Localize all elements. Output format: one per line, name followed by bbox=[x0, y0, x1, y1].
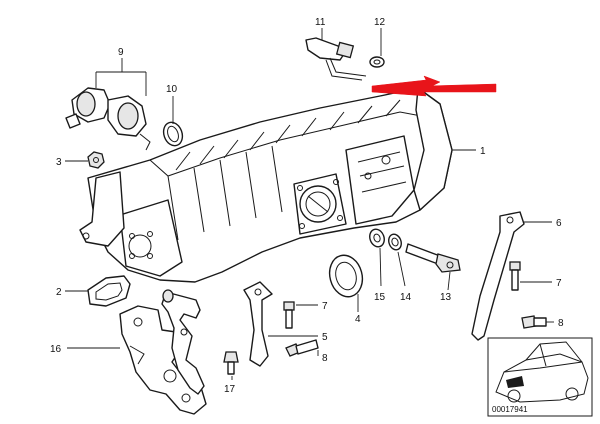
sensor-11 bbox=[305, 37, 367, 81]
bracket-16 bbox=[119, 305, 207, 415]
car-location-inset: 00017941 bbox=[487, 337, 593, 417]
bolt-8-right bbox=[521, 315, 547, 329]
callout-5: 5 bbox=[322, 332, 328, 343]
callout-9: 9 bbox=[118, 47, 124, 58]
idle-control-valve bbox=[65, 87, 151, 151]
callout-13: 13 bbox=[440, 292, 452, 303]
strut-6 bbox=[471, 211, 525, 341]
gasket-ring-10 bbox=[162, 121, 184, 147]
callout-7-right: 7 bbox=[556, 278, 562, 289]
bolt-7-right bbox=[509, 261, 521, 291]
gasket-2 bbox=[87, 275, 131, 307]
callout-6: 6 bbox=[556, 218, 562, 229]
bolt-7-center bbox=[283, 301, 295, 329]
reference-code: 00017941 bbox=[492, 405, 528, 414]
callout-4: 4 bbox=[355, 314, 361, 325]
callout-10: 10 bbox=[166, 84, 178, 95]
intake-manifold bbox=[79, 87, 453, 283]
callout-1: 1 bbox=[480, 146, 486, 157]
callout-17: 17 bbox=[224, 384, 236, 395]
callout-labels: 1 2 3 4 5 6 7 7 8 8 9 10 11 12 13 14 15 … bbox=[50, 17, 564, 395]
red-indicator-arrow bbox=[371, 75, 497, 97]
seal-ring-4 bbox=[328, 254, 364, 298]
bolt-17 bbox=[223, 351, 239, 375]
leader-lines bbox=[65, 28, 554, 380]
callout-7-center: 7 bbox=[322, 301, 328, 312]
ring-14 bbox=[388, 233, 402, 251]
hose-pipe bbox=[161, 289, 205, 395]
callout-8-right: 8 bbox=[558, 318, 564, 329]
seal-15 bbox=[369, 228, 385, 248]
seal-ring-12 bbox=[369, 56, 385, 68]
bolt-8-center bbox=[285, 339, 319, 357]
callout-2: 2 bbox=[56, 287, 62, 298]
callout-16: 16 bbox=[50, 344, 62, 355]
callout-11: 11 bbox=[315, 17, 326, 28]
callout-3: 3 bbox=[56, 157, 62, 168]
callout-12: 12 bbox=[374, 17, 386, 28]
callout-15: 15 bbox=[374, 292, 386, 303]
nut-3 bbox=[87, 151, 105, 169]
callout-8-center: 8 bbox=[322, 353, 328, 364]
sensor-13 bbox=[405, 243, 461, 273]
bracket-5 bbox=[243, 281, 273, 367]
callout-14: 14 bbox=[400, 292, 412, 303]
